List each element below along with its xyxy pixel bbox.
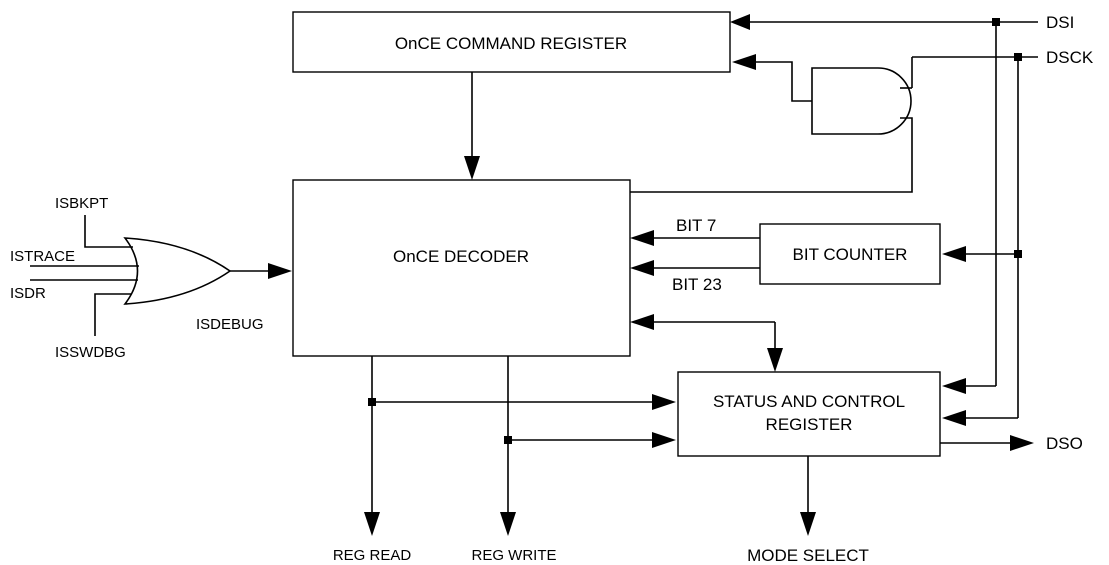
or-gate <box>123 237 232 305</box>
dsck-counter-junction-dot <box>1014 250 1022 258</box>
command-register-block: OnCE COMMAND REGISTER <box>292 11 731 73</box>
istrace-label: ISTRACE <box>10 248 75 265</box>
decoder-status-bidirectional-wiring <box>630 314 783 372</box>
isbkpt-label: ISBKPT <box>55 195 108 212</box>
isswdbg-label: ISSWDBG <box>55 344 126 361</box>
dsi-label: DSI <box>1046 13 1074 32</box>
bit-counter-label: BIT COUNTER <box>793 245 908 264</box>
status-control-label-line1: STATUS AND CONTROL <box>713 392 905 411</box>
dsi-wiring <box>730 14 1038 394</box>
dsi-junction-dot <box>992 18 1000 26</box>
dsck-wiring <box>900 53 1038 426</box>
reg-write-wiring <box>500 356 676 536</box>
isdr-label: ISDR <box>10 285 46 302</box>
and-gate <box>811 67 912 135</box>
command-register-label: OnCE COMMAND REGISTER <box>395 34 627 53</box>
decoder-block: OnCE DECODER <box>292 179 631 357</box>
reg-write-label: REG WRITE <box>472 547 557 564</box>
bit-counter-to-decoder-wiring <box>630 230 760 276</box>
dso-wiring <box>940 435 1034 451</box>
and-gate-wiring <box>630 54 913 193</box>
status-control-label-line2: REGISTER <box>766 415 853 434</box>
dsck-label: DSCK <box>1046 48 1094 67</box>
reg-read-junction-dot <box>368 398 376 406</box>
reg-write-junction-dot <box>504 436 512 444</box>
bit7-label: BIT 7 <box>676 216 716 235</box>
reg-read-label: REG READ <box>333 547 412 564</box>
reg-read-wiring <box>364 356 676 536</box>
bit23-label: BIT 23 <box>672 275 722 294</box>
bit-counter-block: BIT COUNTER <box>759 223 941 285</box>
decoder-label: OnCE DECODER <box>393 247 529 266</box>
mode-select-wiring <box>800 456 816 536</box>
or-gate-wiring <box>30 215 292 336</box>
dsck-junction-dot <box>1014 53 1022 61</box>
mode-select-label: MODE SELECT <box>747 546 869 565</box>
command-to-decoder-wiring <box>464 72 480 180</box>
dso-label: DSO <box>1046 434 1083 453</box>
isdebug-label: ISDEBUG <box>196 316 264 333</box>
status-control-register-block: STATUS AND CONTROL REGISTER <box>677 371 941 457</box>
